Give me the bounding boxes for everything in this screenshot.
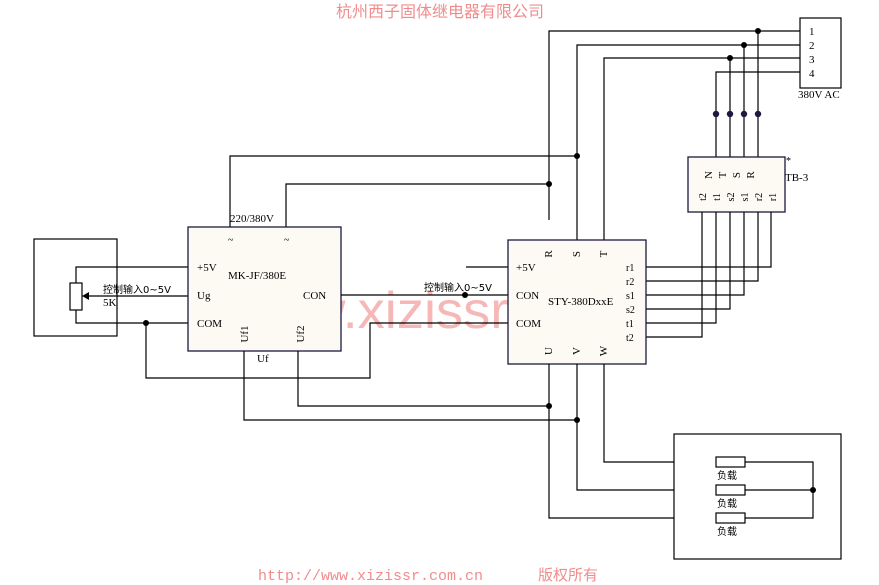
power-terminal-label: 380V AC — [798, 89, 840, 101]
sty-pin-s2: s2 — [626, 305, 635, 316]
junction-dot — [546, 181, 552, 187]
con-link: 控制输入0~5V — [341, 266, 508, 298]
connector-dot — [726, 110, 734, 118]
connector-dot — [740, 110, 748, 118]
sty-pin-s: S — [571, 251, 583, 257]
terminal-4-label: 4 — [809, 68, 815, 80]
tb3-pin-r: R — [745, 171, 757, 179]
tb3-pin-n: N — [703, 171, 715, 179]
sty-pin-r2: r2 — [626, 277, 634, 288]
wiper-arrow-icon — [82, 292, 89, 300]
wire-com-link — [145, 322, 508, 379]
sty-pin-u: U — [543, 347, 555, 355]
link-control-label: 控制输入0~5V — [424, 281, 492, 294]
pot-control-label: 控制输入0~5V — [103, 283, 171, 296]
tb3-box — [687, 156, 786, 213]
tb3-pin-t1: t1 — [712, 193, 723, 201]
mk-uf-label: Uf — [257, 353, 269, 365]
load-block: 负载 负载 负载 — [673, 433, 842, 560]
tb3-pin-s2: s2 — [726, 193, 737, 202]
tb3-pin-r1: r1 — [768, 193, 779, 201]
mk-pin-ug: Ug — [197, 290, 211, 302]
wire-l2 — [576, 44, 800, 240]
sty-module-box — [507, 239, 647, 365]
wire-mk-supply-1 — [229, 155, 577, 228]
tb3-pin-t: T — [717, 171, 729, 178]
junction-dot — [741, 42, 747, 48]
sty-pin-con: CON — [516, 290, 539, 302]
terminal-2-label: 2 — [809, 40, 815, 52]
power-terminal: 1 2 3 4 380V AC — [798, 17, 842, 101]
wire-mk-supply-2 — [285, 183, 549, 228]
sty-pin-v: V — [571, 347, 583, 355]
load-resistor-3 — [715, 512, 746, 524]
pot-value-label: 5K — [103, 297, 117, 309]
terminal-1-label: 1 — [809, 26, 815, 38]
tb3-marker: * — [786, 156, 791, 167]
mk-supply-pin-1: ~ — [228, 235, 234, 246]
sty-module: R S T +5V CON COM STY-380DxxE r1 r2 s1 s… — [507, 239, 647, 365]
sense-wires — [646, 212, 772, 338]
sty-pin-com: COM — [516, 318, 541, 330]
potentiometer-resistor — [69, 282, 83, 311]
tb3-pin-r2: r2 — [754, 193, 765, 201]
junction-dot — [462, 292, 468, 298]
sty-pin-s1: s1 — [626, 291, 635, 302]
wire-l3 — [603, 57, 800, 240]
wire-l1 — [548, 30, 800, 220]
mk-pin-uf1: Uf1 — [239, 325, 251, 342]
load-enclosure — [673, 433, 842, 560]
load-label-3: 负载 — [717, 525, 737, 538]
mk-pin-5v: +5V — [197, 262, 217, 274]
power-terminal-box — [799, 17, 842, 89]
tb3-pin-t2: t2 — [698, 193, 709, 201]
tb3-block: * TB-3 N T S R t2 t1 s2 s1 r2 r1 — [687, 156, 809, 213]
sty-pin-t2: t2 — [626, 333, 634, 344]
junction-dot — [727, 55, 733, 61]
footer-url: http://www.xizissr.com.cn — [258, 568, 483, 585]
sty-pin-t1: t1 — [626, 319, 634, 330]
load-resistor-2 — [715, 484, 746, 496]
sty-pin-r: R — [543, 250, 555, 258]
footer-copyright: 版权所有 — [538, 566, 598, 584]
company-title: 杭州西子固体继电器有限公司 — [336, 2, 544, 21]
mk-module-box — [187, 226, 342, 352]
mk-pin-uf2: Uf2 — [295, 325, 307, 342]
connector-dot — [754, 110, 762, 118]
mk-module: 220/380V ~ ~ +5V MK-JF/380E Ug CON COM U… — [187, 213, 342, 365]
load-resistor-1 — [715, 456, 746, 468]
potentiometer-block: 控制输入0~5V 5K — [33, 238, 508, 379]
junction-dot — [810, 487, 816, 493]
junction-dot — [574, 153, 580, 159]
sty-pin-r1: r1 — [626, 263, 634, 274]
mk-pin-con: CON — [303, 290, 326, 302]
mk-supply-pin-2: ~ — [284, 235, 290, 246]
mk-module-name: MK-JF/380E — [228, 270, 286, 282]
junction-dot — [755, 28, 761, 34]
supply-wires — [229, 28, 800, 240]
sty-pin-5v: +5V — [516, 262, 536, 274]
tb3-pin-s1: s1 — [740, 193, 751, 202]
sty-module-name: STY-380DxxE — [548, 296, 614, 308]
tb3-label: TB-3 — [785, 172, 809, 184]
sty-pin-t: T — [598, 250, 610, 257]
connector-dot — [712, 110, 720, 118]
terminal-3-label: 3 — [809, 54, 815, 66]
mk-supply-label: 220/380V — [230, 213, 274, 225]
tb3-pin-s: S — [731, 172, 743, 178]
load-label-1: 负载 — [717, 469, 737, 482]
load-label-2: 负载 — [717, 497, 737, 510]
sty-pin-w: W — [598, 345, 610, 356]
wire-n — [715, 71, 800, 158]
mk-pin-com: COM — [197, 318, 222, 330]
